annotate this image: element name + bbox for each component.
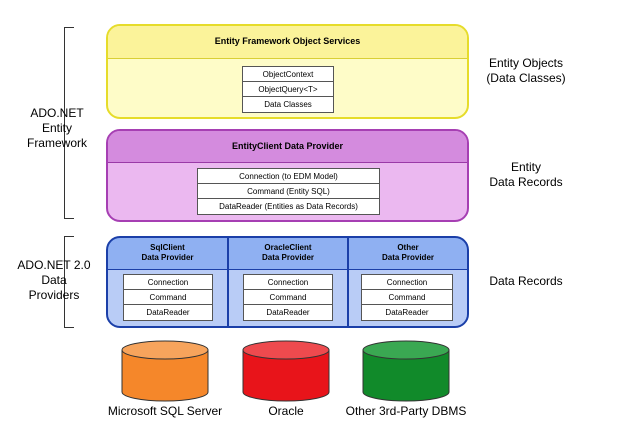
entity-client-layer: EntityClient Data Provider Connection (t… xyxy=(106,129,469,222)
object-services-layer: Entity Framework Object Services ObjectC… xyxy=(106,24,469,119)
other-provider-body: Connection Command DataReader xyxy=(349,270,467,326)
oracleclient-connection-box: Connection xyxy=(244,275,332,290)
entity-command-box: Command (Entity SQL) xyxy=(198,184,379,199)
ef-side-label: ADO.NET Entity Framework xyxy=(14,106,100,151)
provider-divider-2 xyxy=(347,238,349,326)
oracle-cylinder-body xyxy=(242,349,330,402)
dp-side-label-line2: Data xyxy=(41,273,67,287)
data-providers-layer: SqlClient Data Provider Connection Comma… xyxy=(106,236,469,328)
data-providers-right-label: Data Records xyxy=(472,274,580,289)
oracleclient-title-line2: Data Provider xyxy=(261,253,315,262)
object-services-title: Entity Framework Object Services xyxy=(214,36,361,46)
object-services-right-label: Entity Objects (Data Classes) xyxy=(472,56,580,86)
ef-side-label-line2: Entity xyxy=(41,121,72,135)
ef-bracket xyxy=(64,27,74,219)
entity-connection-box: Connection (to EDM Model) xyxy=(198,169,379,184)
sql-server-cylinder-body xyxy=(121,349,209,402)
oracleclient-datareader-box: DataReader xyxy=(266,308,310,317)
other-provider-title-line1: Other xyxy=(397,243,419,252)
object-query-box: ObjectQuery<T> xyxy=(243,82,333,97)
other-dbms-cylinder xyxy=(362,340,450,402)
oracle-label: Oracle xyxy=(268,404,304,418)
oracleclient-title-line1: OracleClient xyxy=(264,243,312,252)
other-dbms-cylinder-body xyxy=(362,349,450,402)
sql-server-cylinder-top xyxy=(121,340,209,360)
dp-side-label: ADO.NET 2.0 Data Providers xyxy=(8,258,100,303)
oracleclient-body: Connection Command DataReader xyxy=(229,270,347,326)
ef-side-label-line1: ADO.NET xyxy=(30,106,84,120)
sqlclient-datareader-box: DataReader xyxy=(146,308,190,317)
oracle-cylinder xyxy=(242,340,330,402)
object-services-right-line2: (Data Classes) xyxy=(486,71,566,85)
sqlclient-stack: Connection Command DataReader xyxy=(123,274,213,321)
entity-client-right-line2: Data Records xyxy=(489,175,563,189)
object-services-stack: ObjectContext ObjectQuery<T> Data Classe… xyxy=(242,66,334,113)
oracleclient-header: OracleClient Data Provider xyxy=(229,238,347,270)
entity-client-stack: Connection (to EDM Model) Command (Entit… xyxy=(197,168,380,215)
sqlclient-header: SqlClient Data Provider xyxy=(108,238,227,270)
sqlclient-title: SqlClient Data Provider xyxy=(108,243,227,263)
sql-server-cylinder xyxy=(121,340,209,402)
other-provider-title: Other Data Provider xyxy=(349,243,467,263)
object-context-box: ObjectContext xyxy=(243,67,333,82)
sqlclient-connection-box: Connection xyxy=(124,275,212,290)
sqlclient-title-line2: Data Provider xyxy=(141,253,194,262)
oracleclient-command-box: Command xyxy=(244,290,332,305)
object-services-right-line1: Entity Objects xyxy=(488,56,564,70)
other-command-box: Command xyxy=(362,290,452,305)
other-connection-box: Connection xyxy=(362,275,452,290)
entity-client-header: EntityClient Data Provider xyxy=(108,131,467,163)
oracleclient-stack: Connection Command DataReader xyxy=(243,274,333,321)
sql-server-label: Microsoft SQL Server xyxy=(107,404,223,418)
data-classes-box: Data Classes xyxy=(264,100,312,109)
sqlclient-column: SqlClient Data Provider Connection Comma… xyxy=(108,238,227,326)
other-provider-header: Other Data Provider xyxy=(349,238,467,270)
object-services-header: Entity Framework Object Services xyxy=(108,26,467,59)
dp-side-label-line3: Providers xyxy=(28,288,80,302)
entity-client-right-line1: Entity xyxy=(510,160,541,174)
oracleclient-column: OracleClient Data Provider Connection Co… xyxy=(229,238,347,326)
other-dbms-cylinder-top xyxy=(362,340,450,360)
entity-client-right-label: Entity Data Records xyxy=(472,160,580,190)
oracleclient-title: OracleClient Data Provider xyxy=(229,243,347,263)
provider-divider-1 xyxy=(227,238,229,326)
ef-side-label-line3: Framework xyxy=(26,136,87,150)
entity-client-title: EntityClient Data Provider xyxy=(231,141,344,151)
entity-datareader-box: DataReader (Entities as Data Records) xyxy=(219,202,358,211)
dp-bracket xyxy=(64,236,74,328)
sqlclient-command-box: Command xyxy=(124,290,212,305)
other-datareader-box: DataReader xyxy=(385,308,429,317)
dp-side-label-line1: ADO.NET 2.0 xyxy=(17,258,91,272)
other-dbms-label: Other 3rd-Party DBMS xyxy=(345,404,467,418)
data-providers-right-line1: Data Records xyxy=(489,274,563,288)
other-provider-title-line2: Data Provider xyxy=(381,253,435,262)
other-provider-stack: Connection Command DataReader xyxy=(361,274,453,321)
other-provider-column: Other Data Provider Connection Command D… xyxy=(349,238,467,326)
sqlclient-title-line1: SqlClient xyxy=(150,243,185,252)
sqlclient-body: Connection Command DataReader xyxy=(108,270,227,326)
oracle-cylinder-top xyxy=(242,340,330,360)
